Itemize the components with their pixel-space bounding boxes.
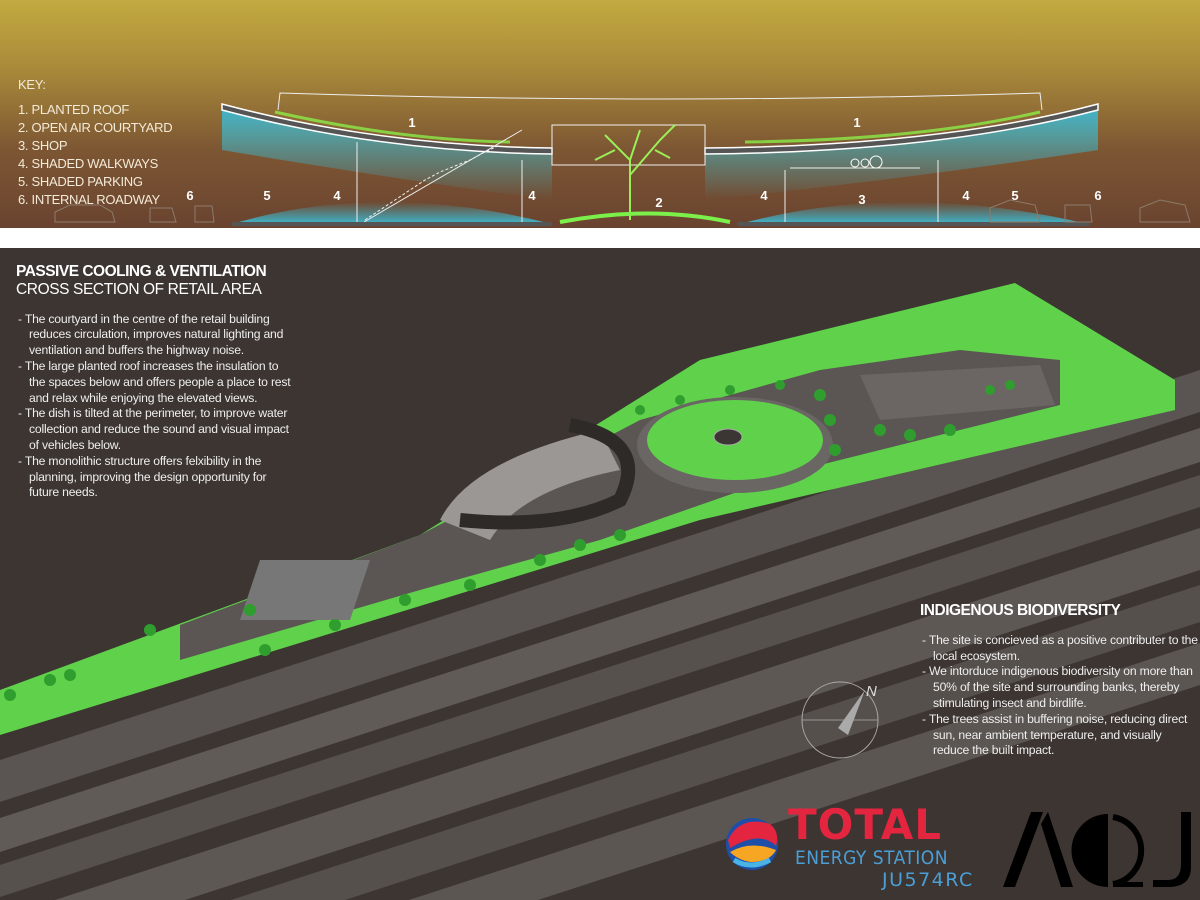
shop-sign-icon: [850, 158, 860, 168]
right-ground-slab: [737, 222, 1089, 226]
trees: [4, 380, 1015, 701]
aoj-logo: [1003, 812, 1191, 887]
key-item: 1. PLANTED ROOF: [18, 102, 130, 117]
label-roadway: 6: [1094, 188, 1101, 203]
shop-sign-icon: [869, 155, 883, 169]
north-arrow: N: [801, 681, 879, 759]
courtyard-planting: [559, 211, 731, 224]
left-ground-slab: [232, 222, 552, 226]
bullet: We intorduce indigenous biodiversity on …: [920, 664, 1200, 711]
key-item: 5. SHADED PARKING: [18, 174, 143, 189]
right-ground-glow: [740, 202, 1088, 224]
biodiversity-panel: INDIGENOUS BIODIVERSITY The site is conc…: [920, 603, 1200, 759]
passive-subtitle: CROSS SECTION OF RETAIL AREA: [16, 280, 262, 298]
bullet: The monolithic structure offers felxibil…: [16, 454, 291, 501]
branding: TOTAL ENERGY STATION JU574RC: [718, 800, 1198, 895]
retail-building: [440, 430, 620, 540]
bullet: The site is concieved as a positive cont…: [920, 633, 1200, 665]
label-parking: 5: [1011, 188, 1018, 203]
left-ground-glow: [232, 202, 552, 224]
label-parking: 5: [263, 188, 270, 203]
divider-strip: [0, 228, 1200, 248]
label-walkway: 4: [333, 188, 341, 203]
label-walkway: 4: [962, 188, 970, 203]
key-item: 4. SHADED WALKWAYS: [18, 156, 159, 171]
left-roof-planting: [274, 110, 511, 144]
key-item: 6. INTERNAL ROADWAY: [18, 192, 160, 207]
label-walkway: 4: [760, 188, 768, 203]
roof-courtyard: [713, 428, 743, 446]
total-logo-icon: [726, 818, 778, 870]
north-label: N: [866, 683, 877, 700]
label-walkway: 4: [528, 188, 536, 203]
bullet: The courtyard in the centre of the retai…: [16, 312, 291, 359]
shop-sign-icon: [860, 158, 870, 168]
passive-title: PASSIVE COOLING & VENTILATION: [16, 263, 267, 280]
parking-canopy: [240, 560, 370, 620]
dimension-line: [277, 92, 1043, 111]
stairs: [364, 144, 501, 221]
structure-lines: [356, 129, 939, 224]
total-wordmark: TOTAL: [788, 800, 943, 849]
curved-walkway: [459, 418, 636, 530]
label-roof-left: 1: [408, 115, 415, 130]
key-item: 2. OPEN AIR COURTYARD: [18, 120, 173, 135]
label-roadway: 6: [186, 188, 193, 203]
key-title: KEY:: [18, 77, 46, 92]
central-block: [551, 124, 706, 166]
passive-cooling-panel: PASSIVE COOLING & VENTILATION CROSS SECT…: [16, 264, 291, 501]
section-key: KEY: 1. PLANTED ROOF 2. OPEN AIR COURTYA…: [18, 76, 173, 209]
drive-through: [860, 365, 1055, 420]
key-item: 3. SHOP: [18, 138, 68, 153]
bullet: The large planted roof increases the ins…: [16, 359, 291, 406]
label-courtyard: 2: [655, 195, 662, 210]
station-code: JU574RC: [882, 869, 974, 891]
section-background: [0, 0, 1200, 228]
car-icons: [54, 199, 1191, 223]
bullet: The trees assist in buffering noise, red…: [920, 712, 1200, 759]
right-roof-planting: [744, 110, 1041, 144]
label-roof-right: 1: [853, 115, 860, 130]
cross-section-drawing: 1 1 2 3 4 4 4 4 5 5 6 6: [54, 92, 1191, 226]
biodiversity-title: INDIGENOUS BIODIVERSITY: [920, 602, 1121, 619]
courtyard-tree: [594, 124, 676, 220]
bullet: The dish is tilted at the perimeter, to …: [16, 406, 291, 453]
label-shop: 3: [858, 192, 865, 207]
site-plan: N: [0, 283, 1200, 900]
tagline: ENERGY STATION: [795, 847, 948, 869]
